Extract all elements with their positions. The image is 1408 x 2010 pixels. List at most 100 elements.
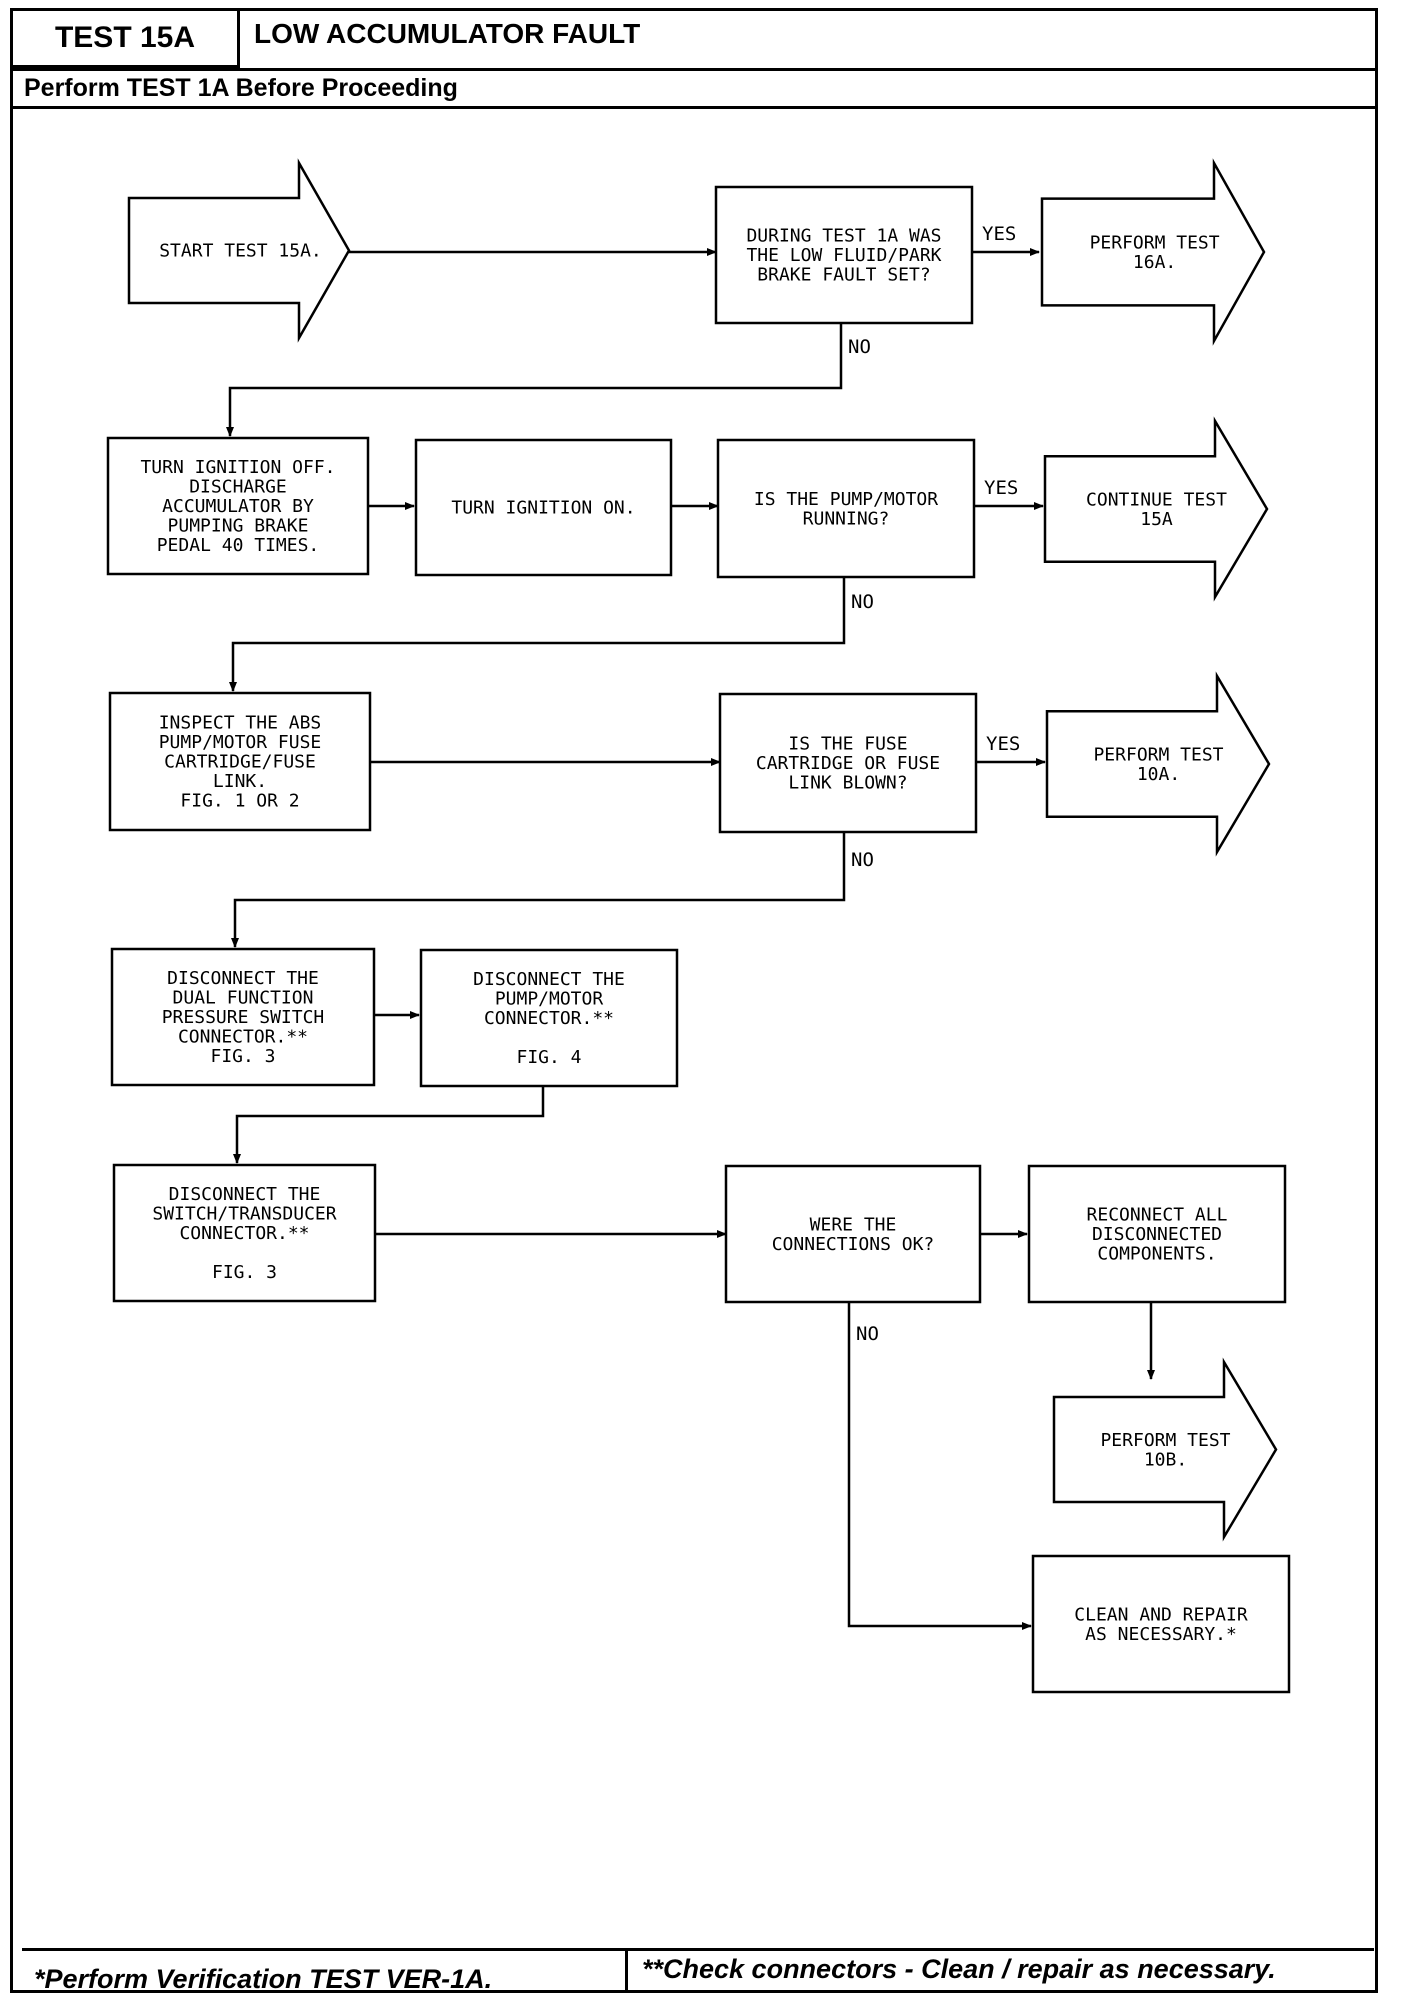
node-text-line: PEDAL 40 TIMES. xyxy=(157,535,320,556)
edge-label-q2-yes: YES xyxy=(984,477,1018,499)
box-shape xyxy=(419,948,679,1088)
edge-q2-inspect xyxy=(229,577,846,692)
node-text-line: CARTRIDGE/FUSE xyxy=(164,752,316,773)
box-shape xyxy=(414,438,673,577)
node-text-line: SWITCH/TRANSDUCER xyxy=(152,1204,336,1225)
node-text-line: COMPONENTS. xyxy=(1097,1244,1216,1265)
node-text-line: START TEST 15A. xyxy=(159,241,322,262)
edge-label-q1-no: NO xyxy=(848,336,871,358)
node-text-line: PRESSURE SWITCH xyxy=(162,1007,325,1028)
node-text-line: RECONNECT ALL xyxy=(1087,1205,1228,1226)
node-text-line: ACCUMULATOR BY xyxy=(162,496,314,517)
node-text-line: LINK. xyxy=(213,771,267,792)
node-text-line: 15A xyxy=(1140,509,1173,530)
edge-q3-discdual xyxy=(231,832,846,948)
box-shape xyxy=(1031,1554,1291,1694)
footer-separator xyxy=(625,1950,628,1993)
edge-q4-clean xyxy=(847,1302,1032,1630)
node-text-line: WERE THE xyxy=(810,1214,897,1235)
node-text-line: PUMP/MOTOR xyxy=(495,989,604,1010)
arrow-shape xyxy=(1045,671,1271,857)
node-text-line: PUMP/MOTOR FUSE xyxy=(159,732,322,753)
edge-label-q3-no: NO xyxy=(851,849,874,871)
arrow-shape xyxy=(127,158,351,343)
node-start: START TEST 15A. xyxy=(127,158,351,343)
node-text-line: PERFORM TEST xyxy=(1093,744,1223,765)
box-shape xyxy=(106,436,370,576)
node-disc-switch: DISCONNECT THESWITCH/TRANSDUCERCONNECTOR… xyxy=(112,1163,377,1303)
node-text-line: IS THE PUMP/MOTOR xyxy=(754,489,938,510)
node-text-line: CONNECTOR.** xyxy=(178,1027,308,1048)
node-text-line: THE LOW FLUID/PARK xyxy=(746,245,941,266)
node-disc-pump: DISCONNECT THEPUMP/MOTORCONNECTOR.**FIG.… xyxy=(419,948,679,1088)
test-id-box: TEST 15A xyxy=(10,8,240,68)
node-text-line: CARTRIDGE OR FUSE xyxy=(756,753,940,774)
page-subtitle: Perform TEST 1A Before Proceeding xyxy=(24,74,458,102)
node-text-line: CONNECTOR.** xyxy=(484,1008,614,1029)
node-text-line: CONNECTOR.** xyxy=(179,1223,309,1244)
node-text-line: IS THE FUSE xyxy=(788,734,907,755)
footer-note-connectors: **Check connectors - Clean / repair as n… xyxy=(642,1954,1276,1984)
node-text-line: CLEAN AND REPAIR xyxy=(1074,1604,1248,1625)
node-text-line: FIG. 1 OR 2 xyxy=(180,791,299,812)
node-text-line: DISCHARGE xyxy=(189,477,287,498)
arrow-shape xyxy=(1052,1357,1278,1542)
node-text-line: TURN IGNITION ON. xyxy=(451,498,635,519)
box-shape xyxy=(718,692,978,834)
box-shape xyxy=(112,1163,377,1303)
node-text-line: DURING TEST 1A WAS xyxy=(746,226,941,247)
node-text-line: LINK BLOWN? xyxy=(788,773,907,794)
edge-label-q4-no: NO xyxy=(856,1323,879,1345)
edge-label-q1-yes: YES xyxy=(982,223,1016,245)
node-text-line: DISCONNECT THE xyxy=(169,1184,321,1205)
box-shape xyxy=(714,185,974,325)
node-text-line: 10B. xyxy=(1144,1449,1187,1470)
box-shape xyxy=(108,691,372,832)
box-shape xyxy=(724,1164,982,1304)
edge-label-q3-yes: YES xyxy=(986,733,1020,755)
node-text-line: PUMPING BRAKE xyxy=(168,516,309,537)
box-shape xyxy=(716,438,976,579)
node-text-line: 10A. xyxy=(1137,764,1180,785)
edge-q1-ignoff xyxy=(226,323,843,437)
node-text-line: FIG. 3 xyxy=(210,1046,275,1067)
box-shape xyxy=(1027,1164,1287,1304)
node-text-line: FIG. 3 xyxy=(212,1262,277,1283)
node-text-line: CONNECTIONS OK? xyxy=(772,1234,935,1255)
node-text-line: PERFORM TEST xyxy=(1090,232,1220,253)
edge-discpump-discswitch xyxy=(233,1086,545,1164)
node-text-line: TURN IGNITION OFF. xyxy=(140,457,335,478)
node-text-line: RUNNING? xyxy=(803,508,890,529)
node-text-line: DISCONNECT THE xyxy=(167,968,319,989)
edge-label-q2-no: NO xyxy=(851,591,874,613)
node-text-line: PERFORM TEST xyxy=(1100,1430,1230,1451)
arrow-shape xyxy=(1043,416,1269,602)
page-frame xyxy=(10,8,1378,1993)
box-shape xyxy=(110,947,376,1087)
footer-note-verification: *Perform Verification TEST VER-1A. xyxy=(34,1964,493,1994)
header-divider xyxy=(10,68,1378,71)
body-divider xyxy=(10,106,1378,109)
node-text-line: FIG. 4 xyxy=(516,1047,581,1068)
node-text-line: 16A. xyxy=(1133,252,1176,273)
node-ign-on: TURN IGNITION ON. xyxy=(414,438,673,577)
node-text-line: AS NECESSARY.* xyxy=(1085,1624,1237,1645)
arrow-shape xyxy=(1040,158,1266,346)
node-text-line: INSPECT THE ABS xyxy=(159,713,322,734)
page-title: LOW ACCUMULATOR FAULT xyxy=(254,18,641,49)
node-text-line: BRAKE FAULT SET? xyxy=(757,265,930,286)
